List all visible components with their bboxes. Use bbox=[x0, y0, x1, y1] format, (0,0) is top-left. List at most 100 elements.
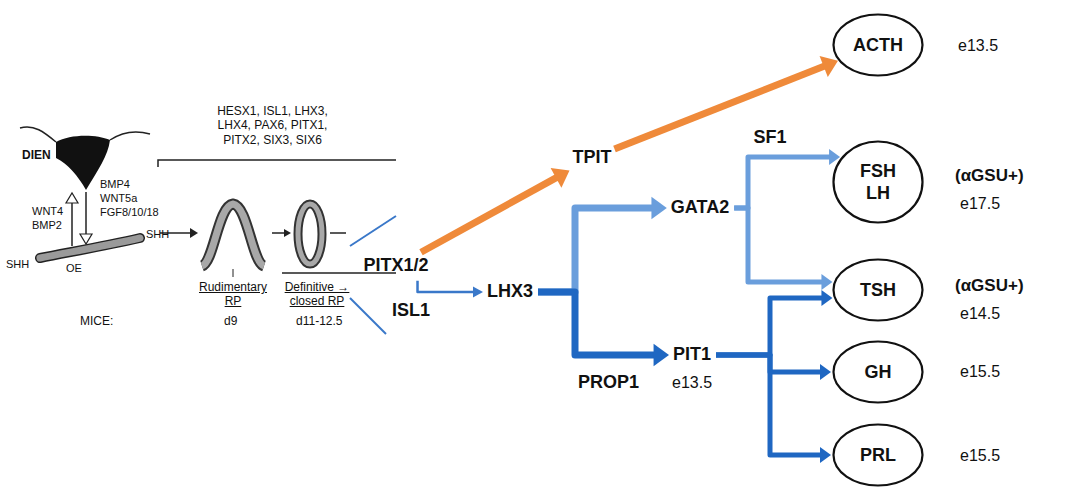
annotation-text: e17.5 bbox=[960, 194, 1000, 213]
circle-content: ACTH bbox=[853, 34, 903, 57]
hormone-name: TSH bbox=[860, 279, 896, 302]
annotation-text: (αGSU+) bbox=[955, 166, 1024, 186]
arrow-head bbox=[820, 447, 831, 463]
annotation-text: e13.5 bbox=[672, 373, 712, 392]
leader-line bbox=[233, 269, 234, 277]
hormone-name: GH bbox=[865, 361, 892, 384]
signal-head bbox=[66, 193, 78, 203]
signal-head bbox=[80, 234, 92, 244]
hormone-name: PRL bbox=[860, 444, 896, 467]
circle-shape bbox=[834, 142, 923, 223]
closed-pouch bbox=[298, 204, 322, 264]
circle-outline bbox=[832, 140, 924, 224]
annotation-text: PROP1 bbox=[578, 372, 639, 394]
annotation-text: (αGSU+) bbox=[955, 276, 1024, 296]
connector-line bbox=[734, 157, 830, 208]
annotation-text: e13.5 bbox=[958, 36, 998, 55]
fan-line bbox=[350, 216, 396, 246]
arrow-head bbox=[821, 274, 832, 290]
annotation-text: ISL1 bbox=[392, 300, 430, 322]
annotation-text: MICE: bbox=[80, 314, 113, 328]
gene-bracket bbox=[158, 160, 396, 167]
factor-name: TPIT bbox=[573, 147, 612, 169]
annotation-text: BMP2 bbox=[32, 219, 62, 232]
signal-line bbox=[71, 203, 73, 246]
dash bbox=[330, 232, 346, 234]
connector bbox=[418, 281, 483, 298]
annotation-text: Definitive → closed RP bbox=[276, 280, 358, 309]
stage-arrow-head bbox=[284, 229, 291, 237]
circle-content: FSH LH bbox=[852, 160, 904, 205]
connector bbox=[716, 355, 831, 463]
annotation-text: d9 bbox=[224, 314, 237, 328]
connector bbox=[615, 56, 839, 149]
connector bbox=[421, 168, 569, 252]
arrow-head bbox=[654, 344, 669, 366]
annotation-text: FGF8/10/18 bbox=[100, 206, 159, 219]
hormone-circle: FSH LH bbox=[832, 140, 924, 224]
connector bbox=[538, 292, 669, 366]
arrow-head bbox=[820, 364, 831, 380]
factor-name: LHX3 bbox=[487, 281, 533, 303]
circle-shape bbox=[834, 15, 923, 76]
annotation-text: d11-12.5 bbox=[296, 314, 342, 328]
tissue-outline bbox=[110, 132, 150, 140]
arrow-head bbox=[820, 56, 838, 77]
signal-line bbox=[85, 192, 87, 235]
hormone-name: FSH LH bbox=[852, 160, 904, 205]
edge-label: SF1 bbox=[753, 127, 786, 149]
circle-shape bbox=[834, 425, 923, 486]
circle-shape bbox=[834, 342, 923, 403]
annotation-text: BMP4 bbox=[100, 178, 130, 191]
arrow-head bbox=[821, 290, 832, 306]
arrow-head bbox=[473, 287, 483, 298]
hormone-circle: GH bbox=[832, 340, 924, 404]
hormone-circle: PRL bbox=[832, 423, 924, 487]
connector-line bbox=[538, 208, 652, 292]
circle-content: TSH bbox=[860, 279, 896, 302]
circle-shape bbox=[834, 260, 923, 321]
annotation-text: SHH bbox=[6, 258, 29, 271]
annotation-text: HESX1, ISL1, LHX3, LHX4, PAX6, PITX1, PI… bbox=[205, 104, 340, 147]
connector-line bbox=[716, 298, 822, 355]
closed-pouch bbox=[298, 204, 322, 264]
factor-node: PIT1 bbox=[670, 341, 714, 369]
annotation-text: WNT4 bbox=[32, 205, 63, 218]
connector bbox=[734, 208, 832, 290]
connector-line bbox=[716, 355, 821, 455]
connector-line bbox=[615, 66, 825, 149]
annotation-text: SHH bbox=[146, 228, 169, 241]
annotation-text: e15.5 bbox=[960, 446, 1000, 465]
circle-content: GH bbox=[865, 361, 892, 384]
connector-line bbox=[421, 177, 557, 252]
factor-name: PIT1 bbox=[673, 344, 711, 366]
annotation-text: WNT5a bbox=[100, 192, 137, 205]
arrow-head bbox=[551, 168, 570, 188]
connector-line bbox=[538, 292, 655, 355]
annotation-text: OE bbox=[66, 262, 82, 275]
ectoderm-band bbox=[40, 238, 140, 258]
rathke-pouch bbox=[202, 204, 264, 266]
ectoderm-band bbox=[40, 238, 140, 258]
factor-node: TPIT bbox=[570, 144, 615, 172]
annotation-text: DIEN bbox=[22, 148, 51, 162]
annotation-text: e15.5 bbox=[960, 362, 1000, 381]
factor-node: GATA2 bbox=[668, 194, 732, 222]
factor-name: PITX1/2 bbox=[363, 255, 428, 277]
annotation-text: e14.5 bbox=[960, 304, 1000, 323]
factor-node: PITX1/2 bbox=[360, 252, 431, 280]
annotation-text: Rudimentary RP bbox=[194, 280, 272, 309]
connector-line bbox=[734, 208, 822, 282]
hormone-name: ACTH bbox=[853, 34, 903, 57]
connector-line bbox=[418, 281, 474, 292]
connector bbox=[716, 355, 831, 380]
rathke-pouch bbox=[202, 204, 264, 266]
connector bbox=[734, 149, 840, 208]
factor-node: LHX3 bbox=[484, 278, 536, 306]
factor-name: GATA2 bbox=[671, 197, 729, 219]
stage-arrow-head bbox=[190, 228, 198, 238]
stage-arrow bbox=[272, 232, 285, 234]
